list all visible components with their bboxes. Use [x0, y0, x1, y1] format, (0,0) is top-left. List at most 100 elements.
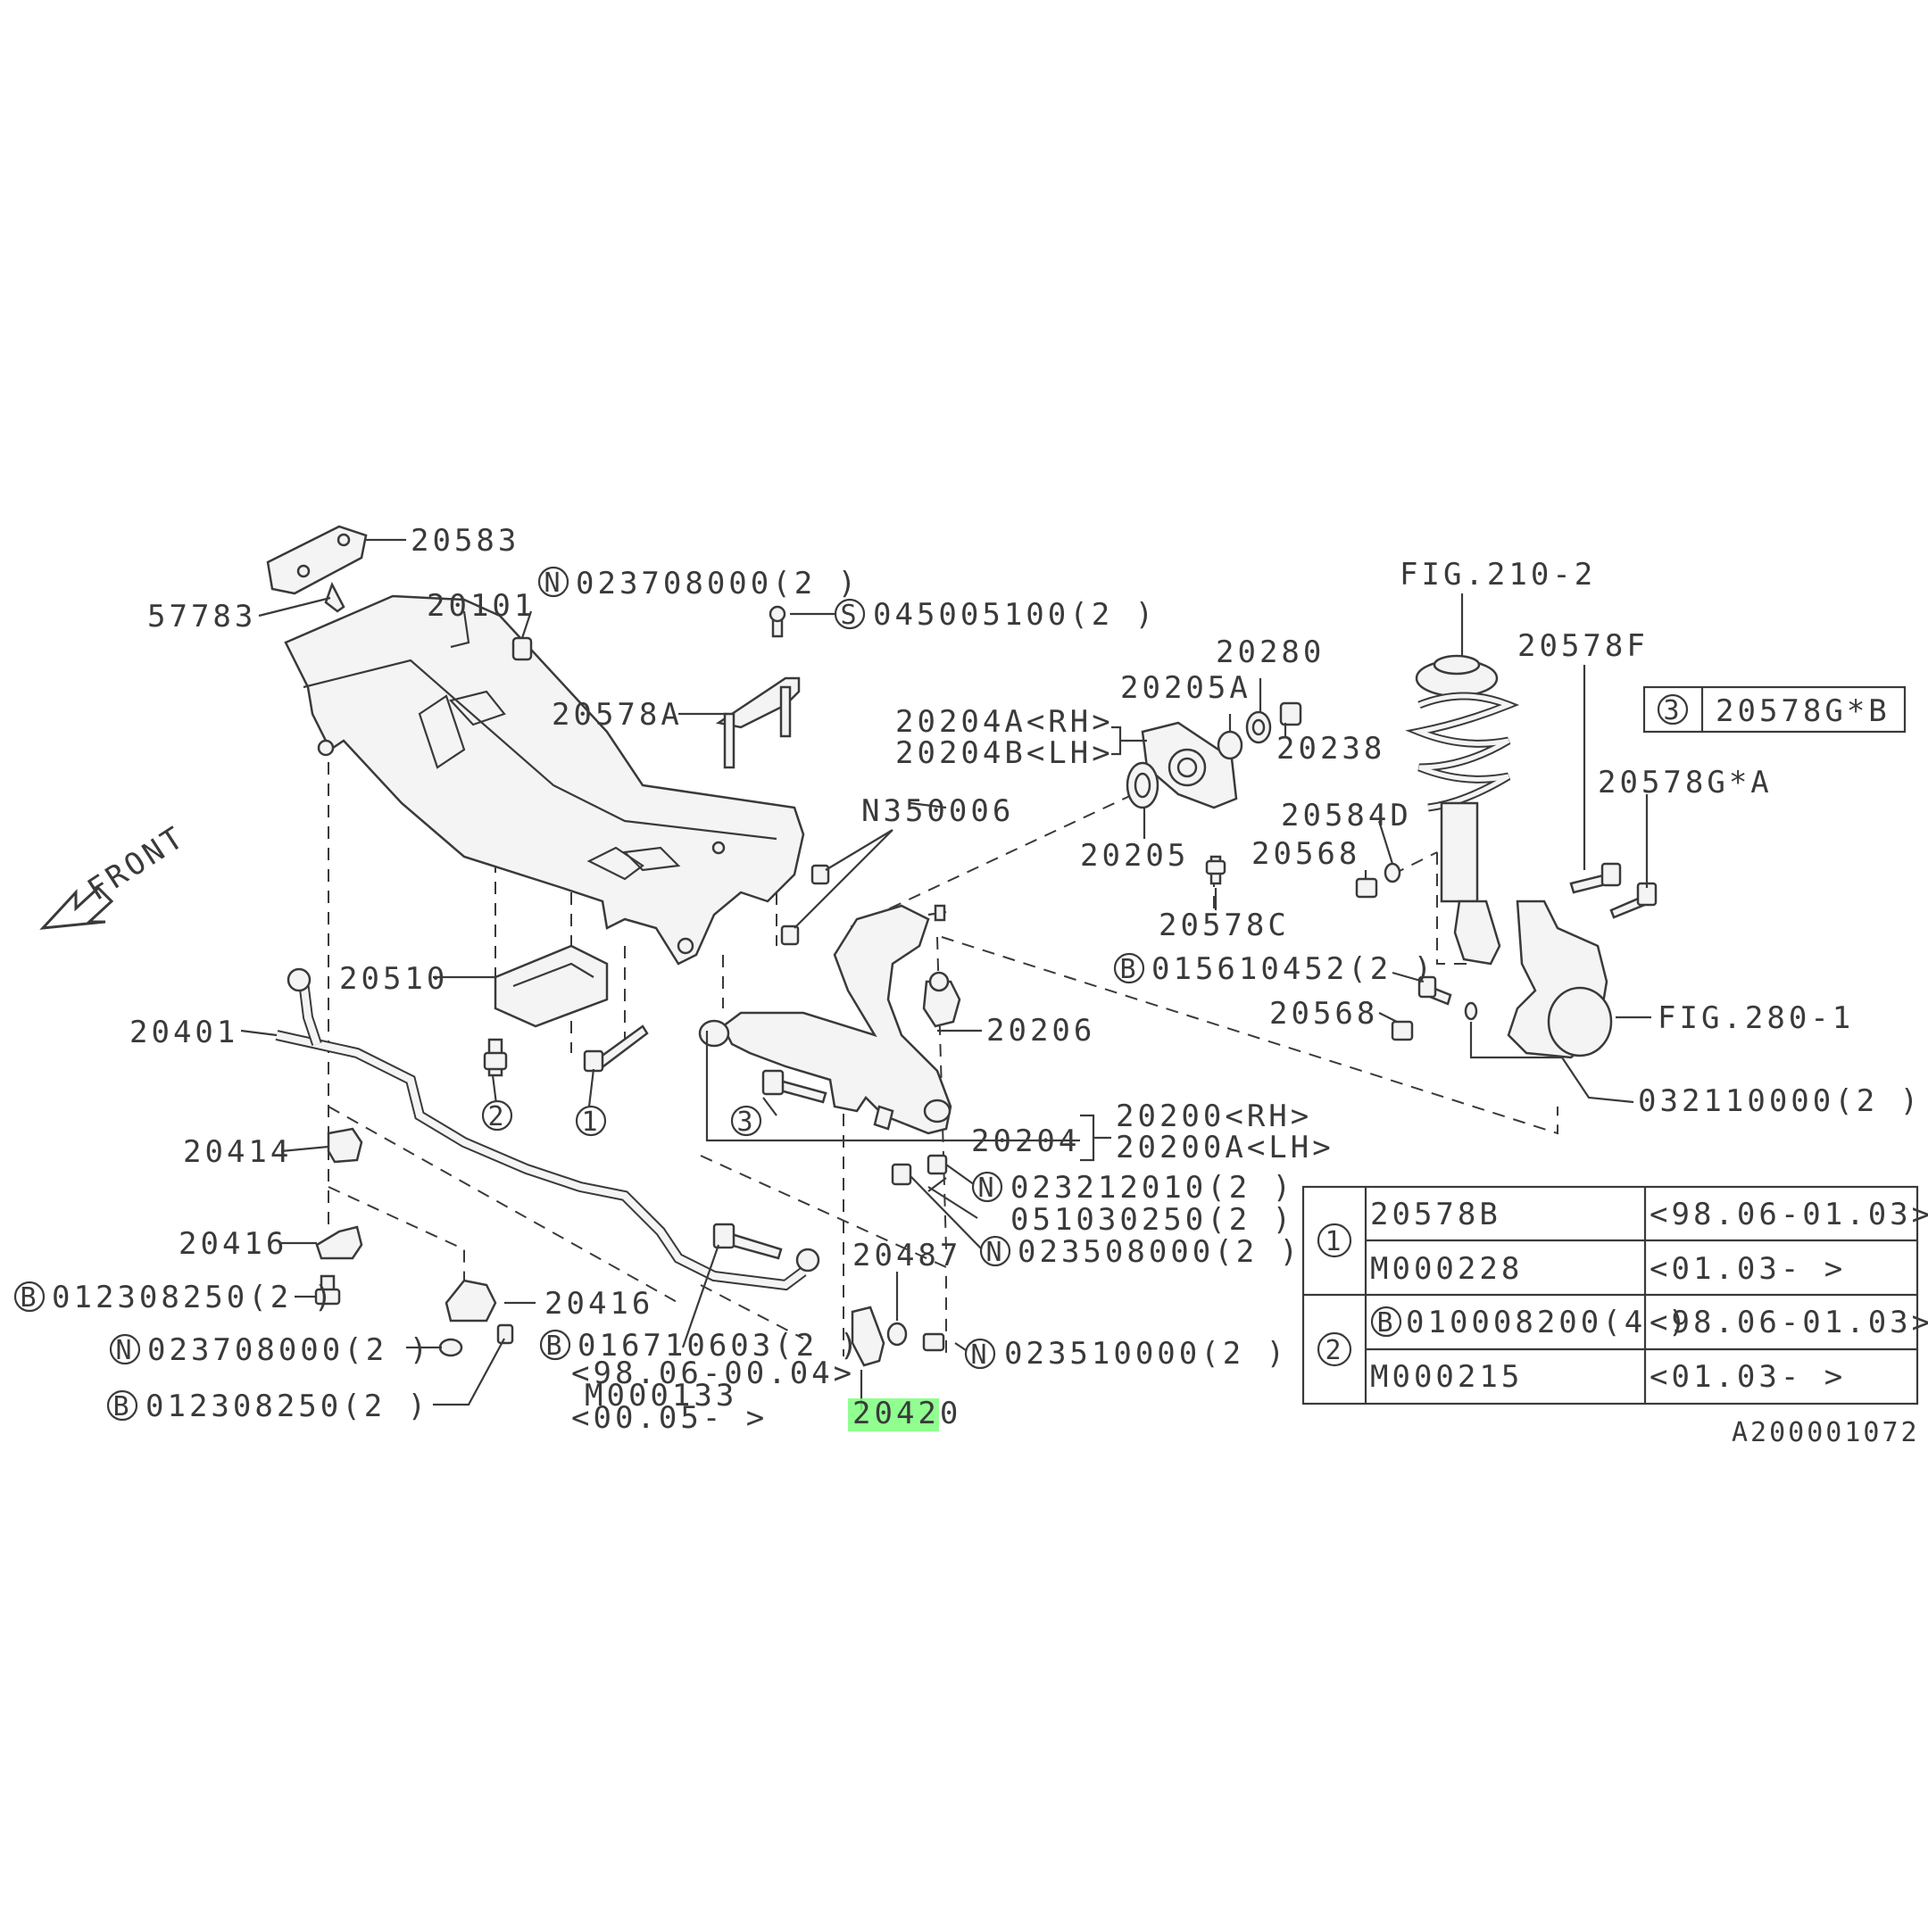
pin-032110000: [1464, 1001, 1478, 1021]
table-row: M000215 <01.03- >: [1370, 1359, 1842, 1395]
label-20416-left: 20416: [179, 1226, 287, 1262]
nut-20568-lower: [1391, 1020, 1414, 1041]
label-20578A: 20578A: [552, 697, 683, 733]
bracket-20416-right: [445, 1279, 497, 1323]
bolt-marker-2: [483, 1038, 508, 1077]
bolt-20578C: [1205, 855, 1226, 885]
label-date-98-00: <98.06-00.04>: [571, 1356, 855, 1391]
marker-2-label: 2: [487, 1101, 506, 1132]
ball-joint-20206: [922, 971, 961, 1028]
table-row-part: M000215: [1370, 1359, 1523, 1395]
s-marker-label: S: [840, 600, 859, 631]
b-marker-label: B: [545, 1331, 564, 1362]
marker-b-012308250-b: B: [106, 1389, 138, 1422]
marker-n-023508000: N: [979, 1235, 1011, 1268]
table-row-part: M000228: [1370, 1251, 1523, 1287]
stay-20578A: [715, 605, 801, 769]
table-row: 20578B <98.06-01.03>: [1370, 1197, 1928, 1232]
label-023708000-bottom: 023708000(2 ): [147, 1332, 431, 1368]
marker-2: 2: [481, 1099, 513, 1132]
marker-1: 1: [575, 1105, 607, 1138]
label-20578F: 20578F: [1517, 628, 1649, 664]
bolt-012308250-b: [496, 1323, 514, 1345]
label-fig-280-1: FIG.280-1: [1658, 1000, 1854, 1036]
n-marker-label: N: [985, 1237, 1004, 1268]
label-045005100: 045005100(2 ): [873, 597, 1157, 633]
bolt-012308250-a: [314, 1274, 341, 1306]
label-20204A-rh: 20204A<RH>: [895, 704, 1114, 740]
label-20280: 20280: [1216, 634, 1325, 670]
bolt-20578GA: [1609, 882, 1658, 919]
link-20420: [851, 1306, 885, 1367]
label-n350006: N350006: [861, 793, 1014, 829]
callout-3-marker: 3: [1663, 695, 1682, 726]
label-20205A: 20205A: [1120, 670, 1251, 706]
table-row-part: 010008200(4 ): [1406, 1305, 1690, 1340]
label-fig-210-2: FIG.210-2: [1400, 557, 1596, 593]
crossmember-20101: [284, 594, 805, 966]
washer-20584D: [1384, 862, 1401, 883]
bracket-20583: [266, 525, 368, 595]
label-015610452: 015610452(2 ): [1151, 951, 1435, 987]
marker-b-016710603: B: [539, 1329, 571, 1362]
nut-023510000: [922, 1332, 945, 1352]
label-20238: 20238: [1276, 731, 1385, 767]
label-20200A-lh: 20200A<LH>: [1116, 1130, 1334, 1165]
strut-assembly: [1405, 654, 1520, 966]
table-group-1-marker: 1: [1325, 1226, 1343, 1257]
table-row-date: <98.06-01.03>: [1650, 1197, 1928, 1232]
table-row-prefix: B: [1376, 1307, 1395, 1339]
bushing-20414: [327, 1127, 363, 1164]
front-arrow: FRONT: [39, 818, 193, 930]
label-20568-upper: 20568: [1251, 836, 1360, 872]
label-20205: 20205: [1080, 838, 1189, 874]
label-drawing-id: A200001072: [1732, 1417, 1920, 1448]
assembly-lines: [328, 741, 1558, 1356]
nut-023708000-bottom: [438, 1338, 463, 1357]
washer-20280: [1245, 710, 1272, 744]
label-20583: 20583: [411, 523, 519, 559]
callout-3-part: 20578G*B: [1716, 693, 1891, 729]
label-20584D: 20584D: [1281, 798, 1412, 833]
bolt-016710603: [712, 1223, 783, 1260]
label-20420: 20420: [852, 1396, 961, 1431]
clip-57783: [324, 581, 345, 613]
marker-n-023708000-top: N: [537, 566, 569, 599]
n-marker-label: N: [977, 1173, 996, 1204]
b-marker-label: B: [1119, 954, 1138, 985]
table-row: B 010008200(4 ) <98.06-01.03>: [1370, 1305, 1928, 1340]
bracket-20416-left: [315, 1225, 363, 1260]
washer-20205A: [1217, 730, 1243, 760]
label-023508000: 023508000(2 ): [1018, 1234, 1301, 1270]
marker-s-045005100: S: [834, 598, 866, 631]
label-20568-lower: 20568: [1269, 996, 1378, 1032]
table-row-part: 20578B: [1370, 1197, 1501, 1232]
label-20206: 20206: [986, 1013, 1095, 1049]
bolt-marker-1: [583, 1024, 649, 1073]
table-row-date: <98.06-01.03>: [1650, 1305, 1928, 1340]
label-012308250-b: 012308250(2 ): [145, 1389, 429, 1424]
n-marker-label: N: [115, 1335, 134, 1366]
n-marker-label: N: [970, 1339, 989, 1371]
application-table: 1 2 20578B <98.06-01.03> M000228 <01.03-…: [1301, 1185, 1928, 1405]
label-012308250-a: 012308250(2 ): [52, 1280, 336, 1315]
part-labels: 20583 57783 20101 023708000(2 ) 04500510…: [52, 523, 1920, 1448]
bolt-marker-3: [761, 1069, 827, 1104]
callout-3-box: 3 20578G*B: [1642, 685, 1907, 734]
label-20578C: 20578C: [1159, 908, 1290, 943]
label-20510: 20510: [339, 961, 448, 997]
label-20578GA: 20578G*A: [1598, 765, 1773, 800]
marker-1-label: 1: [581, 1107, 600, 1138]
label-20101: 20101: [427, 588, 536, 624]
label-20414: 20414: [183, 1134, 292, 1170]
label-20200-rh: 20200<RH>: [1116, 1099, 1312, 1134]
label-m000133: M000133: [585, 1378, 737, 1414]
label-016710603: 016710603(2 ): [578, 1328, 861, 1364]
label-023708000-top: 023708000(2 ): [576, 566, 860, 601]
lower-arm-20204: [698, 904, 952, 1135]
marker-n-023510000: N: [964, 1338, 996, 1371]
label-20487: 20487: [852, 1238, 961, 1273]
label-051030250: 051030250(2 ): [1010, 1202, 1294, 1238]
nut-20568-upper: [1355, 877, 1378, 899]
